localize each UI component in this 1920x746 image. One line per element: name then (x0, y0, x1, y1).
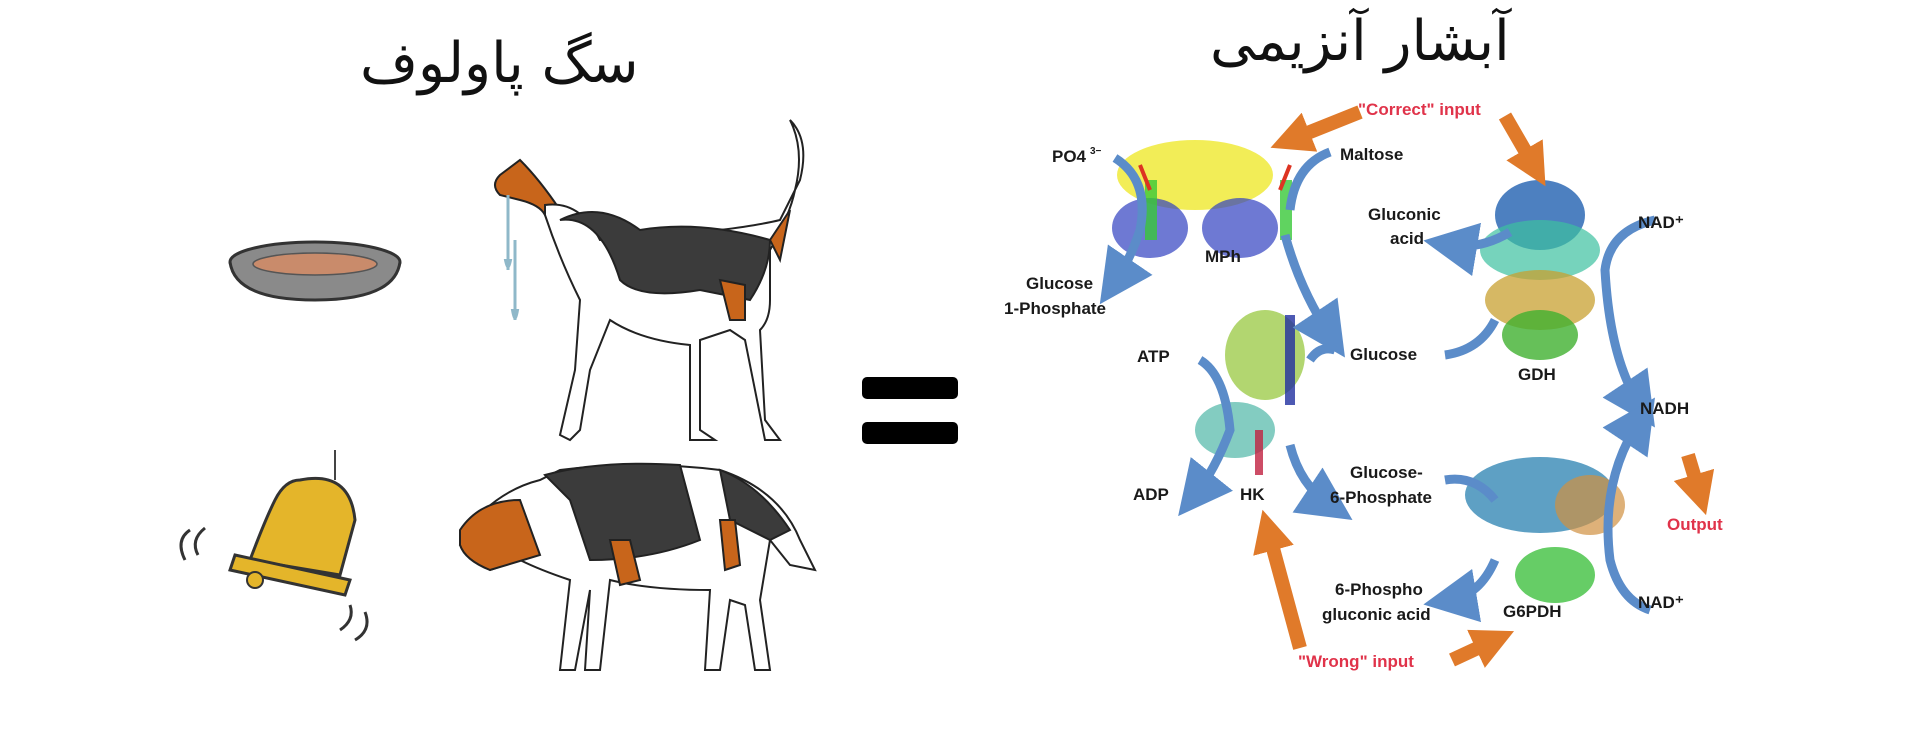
dog-head-down-icon (458, 462, 817, 671)
phosphogluconic-label-line2: gluconic acid (1322, 605, 1431, 624)
g6pdh-label: G6PDH (1503, 602, 1562, 621)
atp-label: ATP (1137, 347, 1170, 366)
hk-label: HK (1240, 485, 1265, 504)
glucose-1p-label-line2: 1-Phosphate (1004, 299, 1106, 318)
gluconic-acid-label-line2: acid (1390, 229, 1424, 248)
wrong-input-label: "Wrong" input (1298, 652, 1414, 671)
correct-input-label: "Correct" input (1358, 100, 1481, 119)
maltose-label: Maltose (1340, 145, 1403, 164)
g6p-label-line2: 6-Phosphate (1330, 488, 1432, 507)
po4-charge-label: 3− (1090, 146, 1102, 157)
hk-enzyme-structure (1195, 310, 1305, 475)
nad-top-label: NAD⁺ (1638, 213, 1684, 232)
glucose-1p-label-line1: Glucose (1026, 274, 1093, 293)
g6p-label-line1: Glucose- (1350, 463, 1423, 482)
gluconic-acid-label-line1: Gluconic (1368, 205, 1441, 224)
nad-bottom-label: NAD⁺ (1638, 593, 1684, 612)
salivating-dog-icon (494, 119, 805, 442)
ringing-bell-icon (179, 450, 369, 642)
gdh-enzyme-structure (1480, 180, 1600, 360)
food-bowl-icon (228, 240, 402, 302)
blue-reaction-arrows (1099, 147, 1657, 623)
adp-label: ADP (1133, 485, 1169, 504)
po4-label: PO4 (1052, 147, 1087, 166)
nadh-label: NADH (1640, 399, 1689, 418)
g6pdh-enzyme-structure (1465, 457, 1625, 603)
glucose-label: Glucose (1350, 345, 1417, 364)
phosphogluconic-label-line1: 6-Phospho (1335, 580, 1423, 599)
left-panel-title: سگ پاولوف (360, 31, 639, 96)
right-panel-title: آبشار آنزیمی (1210, 9, 1510, 74)
mph-label: MPh (1205, 247, 1241, 266)
gdh-label: GDH (1518, 365, 1556, 384)
orange-input-arrows (1253, 105, 1715, 668)
equals-sign (862, 377, 958, 444)
output-label: Output (1667, 515, 1723, 534)
